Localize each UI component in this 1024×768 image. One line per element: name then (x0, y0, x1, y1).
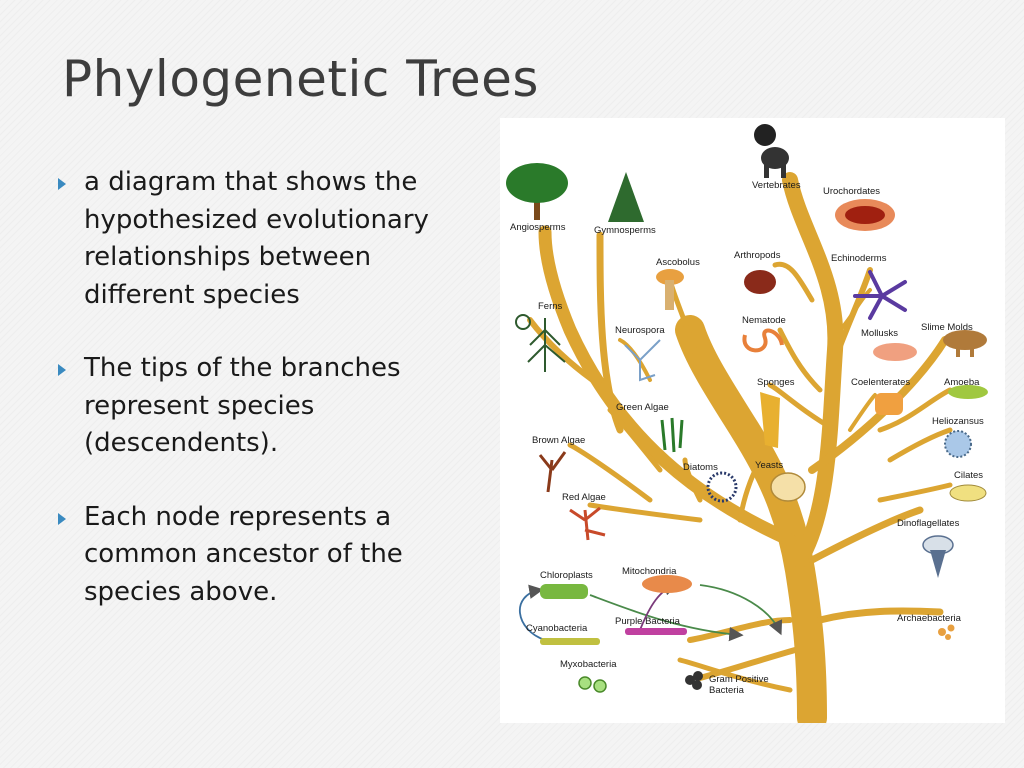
amoeba-icon (948, 385, 988, 399)
coelenterate-icon (875, 393, 903, 415)
label-coelenterates: Coelenterates (851, 377, 910, 388)
label-heliozansus: Heliozansus (932, 416, 984, 427)
nematode-icon (742, 328, 784, 353)
cyanobacteria-icon (540, 638, 600, 645)
mollusk-icon (873, 343, 917, 361)
label-gymnosperms: Gymnosperms (594, 225, 656, 236)
fern-icon (515, 314, 566, 372)
dinoflagellate-icon (922, 535, 954, 578)
bullet-text: Each node represents a common ancestor o… (84, 501, 403, 607)
label-diatoms: Diatoms (683, 462, 718, 473)
bullet-list: a diagram that shows the hypothesized ev… (55, 164, 445, 647)
bullet-arrow-icon (58, 364, 66, 376)
label-arthropods: Arthropods (734, 250, 781, 261)
label-urochordates: Urochordates (823, 186, 880, 197)
brown-algae-icon (538, 451, 567, 493)
dog-icon (754, 124, 789, 178)
slime-mold-icon (943, 330, 987, 357)
bullet-item-tips: The tips of the branches represent speci… (55, 350, 445, 463)
label-purple-bacteria: Purple Bacteria (615, 616, 681, 627)
yeast-icon (770, 472, 806, 502)
green-algae-icon (660, 417, 684, 453)
label-vertebrates: Vertebrates (752, 180, 801, 191)
tree-icon (506, 163, 568, 220)
sponge-icon (760, 392, 780, 448)
bullet-arrow-icon (58, 178, 66, 190)
label-sponges: Sponges (757, 377, 795, 388)
label-echinoderms: Echinoderms (831, 253, 887, 264)
bullet-item-definition: a diagram that shows the hypothesized ev… (55, 164, 445, 314)
label-dinoflagellates: Dinoflagellates (897, 518, 960, 529)
label-mollusks: Mollusks (861, 328, 898, 339)
starfish-icon (853, 270, 907, 320)
label-archaebacteria: Archaebacteria (897, 613, 962, 624)
label-amoeba: Amoeba (944, 377, 980, 388)
neurospora-icon (624, 339, 661, 382)
gram-positive-icon (685, 671, 703, 690)
label-cilates: Cilates (954, 470, 983, 481)
label-brown-algae: Brown Algae (532, 435, 585, 446)
endosymbiosis-arrows (519, 581, 783, 642)
label-bacteria: Bacteria (709, 685, 745, 696)
mitochondrion-icon (642, 575, 692, 593)
label-yeasts: Yeasts (755, 460, 783, 471)
organism-icons (506, 124, 988, 693)
purple-bacteria-icon (625, 628, 687, 635)
diatom-icon (706, 471, 738, 503)
archaebacteria-icon (938, 624, 955, 640)
slide-title: Phylogenetic Trees (62, 50, 539, 108)
conifer-icon (608, 172, 644, 222)
urochordate-icon (835, 199, 895, 231)
taxon-labels: Vertebrates Urochordates Angiosperms Gym… (510, 180, 984, 696)
tree-of-life-diagram: Vertebrates Urochordates Angiosperms Gym… (506, 124, 988, 723)
red-algae-icon (569, 506, 606, 541)
label-ascobolus: Ascobolus (656, 257, 700, 268)
ciliate-icon (949, 484, 987, 502)
label-nematode: Nematode (742, 315, 786, 326)
heliozoan-icon (944, 430, 972, 458)
myxobacteria-icon (578, 676, 607, 693)
arthropod-icon (744, 270, 776, 294)
label-myxobacteria: Myxobacteria (560, 659, 617, 670)
bullet-text: The tips of the branches represent speci… (84, 353, 401, 458)
label-angiosperms: Angiosperms (510, 222, 566, 233)
label-chloroplasts: Chloroplasts (540, 570, 593, 581)
label-cyanobacteria: Cyanobacteria (526, 623, 588, 634)
tree-of-life-figure: Vertebrates Urochordates Angiosperms Gym… (500, 118, 1005, 723)
label-neurospora: Neurospora (615, 325, 665, 336)
bullet-item-node: Each node represents a common ancestor o… (55, 499, 445, 612)
bullet-arrow-icon (58, 512, 66, 525)
mushroom-icon (656, 269, 684, 310)
chloroplast-icon (540, 584, 588, 599)
label-gram-positive: Gram Positive (709, 674, 769, 685)
label-slime-molds: Slime Molds (921, 322, 973, 333)
label-ferns: Ferns (538, 301, 563, 312)
label-green-algae: Green Algae (616, 402, 669, 413)
label-mitochondria: Mitochondria (622, 566, 677, 577)
label-red-algae: Red Algae (562, 492, 606, 503)
bullet-text: a diagram that shows the hypothesized ev… (84, 167, 429, 310)
